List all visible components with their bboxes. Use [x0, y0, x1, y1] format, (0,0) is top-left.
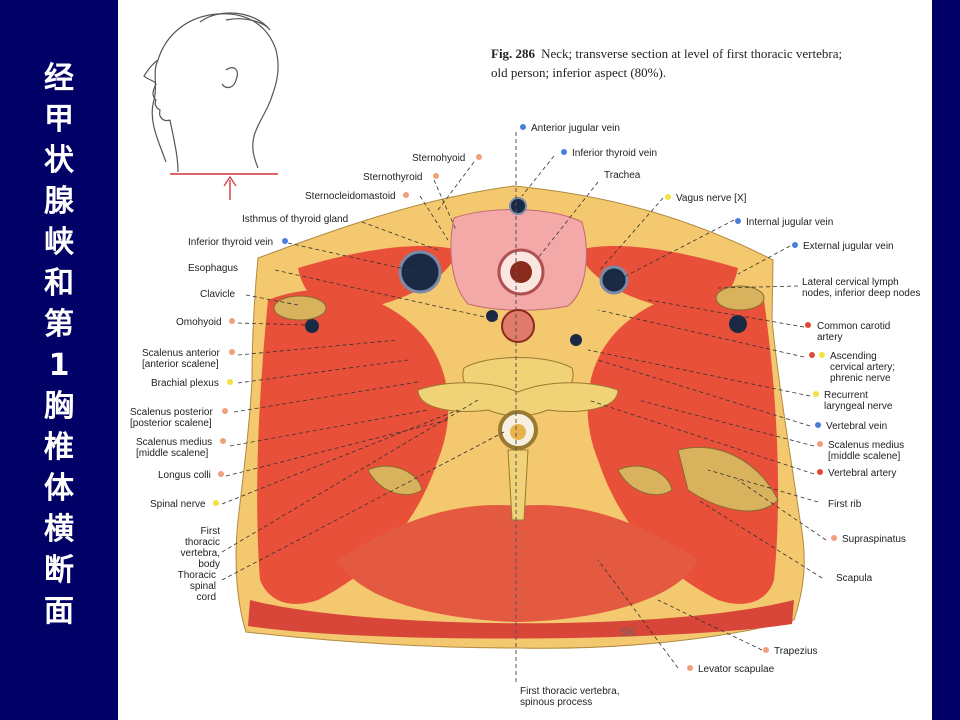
label-inferior-thyroid-vein-r: Inferior thyroid vein [572, 148, 657, 159]
title-char: 峡 [44, 225, 74, 260]
anterior-jugular [509, 197, 527, 215]
internal-jugular-left [398, 250, 442, 294]
caption-line-1: Neck; transverse section at level of fir… [541, 46, 843, 61]
label-ascending-cervical-1: Ascending [830, 351, 877, 362]
label-scalenus-medius-r1: Scalenus medius [828, 440, 904, 451]
artist-signature: SK [620, 625, 636, 639]
label-spinous-process-2: spinous process [520, 697, 592, 708]
label-trachea: Trachea [604, 170, 641, 181]
label-recurrent-laryngeal-2: laryngeal nerve [824, 401, 893, 412]
label-t1-body-2: thoracic [185, 537, 220, 548]
label-vertebral-artery: Vertebral artery [828, 468, 896, 479]
label-ascending-cervical-2: cervical artery; [830, 362, 895, 373]
label-sternocleidomastoid: Sternocleidomastoid [305, 191, 396, 202]
label-spinal-nerve: Spinal nerve [150, 499, 206, 510]
title-char: 椎 [44, 430, 74, 465]
label-spinal-cord-2: spinal [190, 581, 216, 592]
label-scapula: Scapula [836, 573, 873, 584]
label-scalenus-medius-l1: Scalenus medius [136, 437, 212, 448]
label-esophagus: Esophagus [188, 263, 238, 274]
label-scalenus-posterior-1: Scalenus posterior [130, 407, 213, 418]
right-border-bar [932, 0, 960, 720]
label-omohyoid: Omohyoid [176, 317, 222, 328]
clavicle-left [273, 295, 327, 321]
first-rib-left [367, 465, 423, 496]
label-supraspinatus: Supraspinatus [842, 534, 906, 545]
leader-lines [221, 155, 827, 669]
title-char: 腺 [44, 184, 74, 219]
label-t1-body-3: vertebra, [181, 548, 220, 559]
label-ascending-cervical-3: phrenic nerve [830, 373, 891, 384]
label-inferior-thyroid-vein-l: Inferior thyroid vein [188, 237, 273, 248]
muscle-right [587, 290, 779, 604]
label-vertebral-vein: Vertebral vein [826, 421, 887, 432]
label-spinous-process-1: First thoracic vertebra, [520, 686, 619, 697]
label-first-rib: First rib [828, 499, 862, 510]
label-trapezius: Trapezius [774, 646, 818, 657]
spinous-process [507, 449, 529, 521]
trapezius-band [248, 600, 794, 639]
caption-line-2: old person; inferior aspect (80%). [491, 65, 667, 80]
label-t1-body-1: First [201, 526, 221, 537]
label-sternothyroid: Sternothyroid [363, 172, 422, 183]
label-sternohyoid: Sternohyoid [412, 153, 465, 164]
label-scalenus-medius-l2: [middle scalene] [136, 448, 208, 459]
title-char: 体 [44, 471, 74, 506]
anatomy-figure: SK [130, 12, 920, 708]
first-rib-right [617, 465, 673, 496]
muscle-left [257, 290, 449, 604]
label-recurrent-laryngeal-1: Recurrent [824, 390, 868, 401]
label-scalenus-medius-r2: [middle scalene] [828, 451, 900, 462]
figure-caption: Fig. 286 Neck; transverse section at leve… [491, 44, 931, 82]
label-levator-scapulae: Levator scapulae [698, 664, 775, 675]
muscle-back [338, 504, 698, 622]
title-char: 状 [44, 143, 74, 178]
label-longus-colli: Longus colli [158, 470, 211, 481]
clavicle-right [715, 285, 765, 311]
label-layer: Anterior jugular vein Sternohyoid Inferi… [130, 123, 920, 708]
title-char: 面 [44, 594, 74, 629]
title-char: 甲 [44, 102, 74, 137]
scm-right [578, 246, 738, 311]
transverse-processes [417, 382, 619, 417]
cross-section [235, 185, 805, 649]
left-title-bar [0, 0, 118, 720]
label-brachial-plexus: Brachial plexus [151, 378, 219, 389]
label-scalenus-anterior-2: [anterior scalene] [142, 359, 219, 370]
figure-panel: Fig. 286 Neck; transverse section at leve… [118, 0, 932, 720]
title-char: 断 [44, 553, 74, 588]
label-internal-jugular-vein: Internal jugular vein [746, 217, 833, 228]
title-char: 第 [44, 307, 74, 342]
scapula-right [677, 446, 779, 512]
slide-title: 经 甲 状 腺 峡 和 第 1 胸 椎 体 横 断 面 [0, 58, 118, 632]
internal-jugular-right [599, 265, 629, 295]
label-scalenus-anterior-1: Scalenus anterior [142, 348, 220, 359]
label-external-jugular-vein: External jugular vein [803, 241, 894, 252]
title-char: 1 [48, 348, 70, 383]
title-char: 胸 [44, 389, 74, 424]
label-isthmus: Isthmus of thyroid gland [242, 214, 348, 225]
figure-number: Fig. 286 [491, 46, 536, 61]
label-anterior-jugular-vein: Anterior jugular vein [531, 123, 620, 134]
title-char: 经 [44, 61, 74, 96]
label-common-carotid-1: Common carotid [817, 321, 890, 332]
label-vagus-nerve: Vagus nerve [X] [676, 193, 747, 204]
label-common-carotid-2: artery [817, 332, 843, 343]
label-spinal-cord-1: Thoracic [178, 570, 216, 581]
label-lymph-nodes-2: nodes, inferior deep nodes [802, 288, 920, 299]
esophagus [501, 309, 535, 343]
head-sketch [143, 12, 279, 200]
label-lymph-nodes-1: Lateral cervical lymph [802, 277, 899, 288]
label-spinal-cord-3: cord [197, 592, 216, 603]
label-clavicle: Clavicle [200, 289, 235, 300]
title-char: 和 [44, 266, 74, 301]
label-t1-body-4: body [198, 559, 220, 570]
label-scalenus-posterior-2: [posterior scalene] [130, 418, 212, 429]
title-char: 横 [44, 512, 74, 547]
